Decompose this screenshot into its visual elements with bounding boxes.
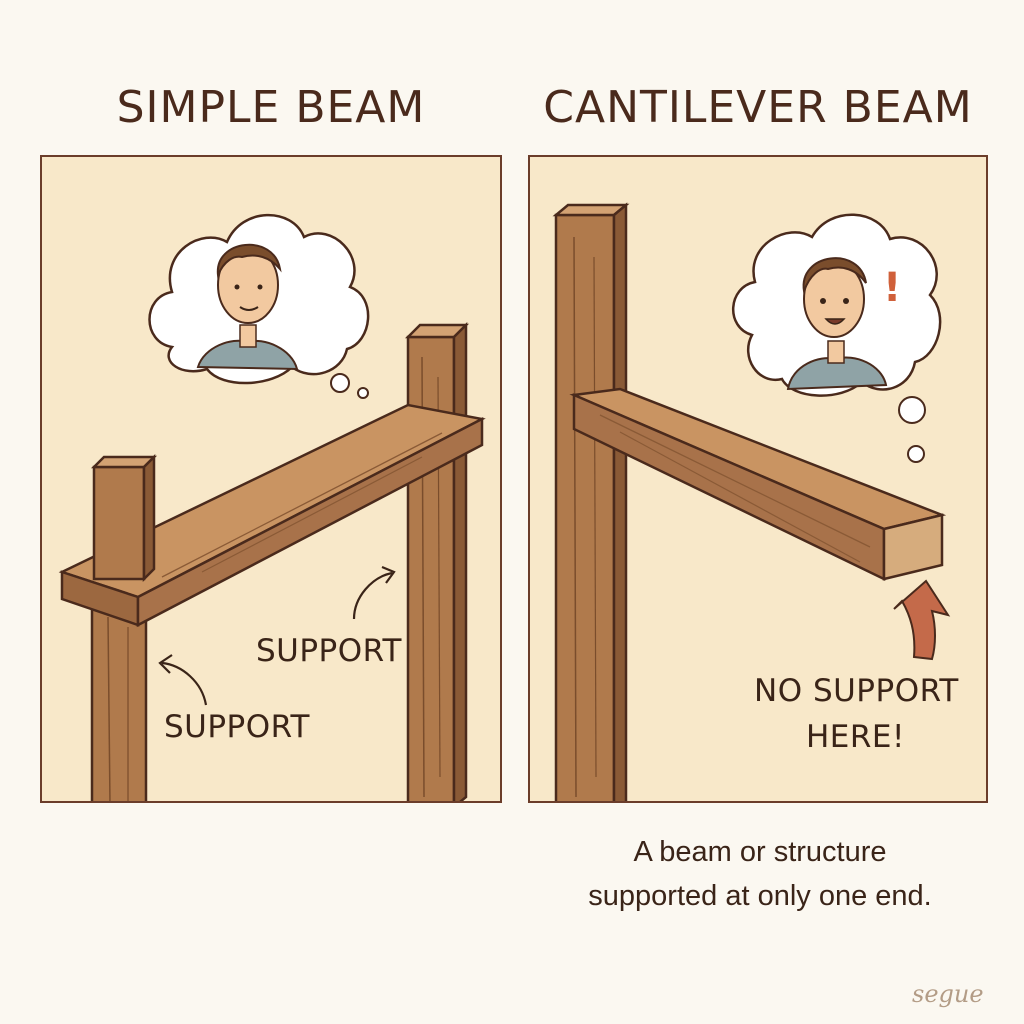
simple-beam-title: SIMPLE BEAM (116, 82, 426, 133)
no-support-label-line1: NO SUPPORT (754, 673, 959, 709)
artist-signature: segue (912, 980, 984, 1008)
left-post-top (90, 453, 158, 583)
caption-line-2: supported at only one end. (588, 880, 932, 912)
person-surprised-icon (786, 257, 888, 391)
person-calm-icon (196, 244, 299, 371)
simple-beam-panel: SUPPORT SUPPORT (40, 155, 502, 803)
cantilever-beam-title: CANTILEVER BEAM (543, 82, 973, 133)
simple-beam-illustration (58, 213, 486, 801)
cantilever-beam-illustration: ! (552, 202, 951, 801)
exclamation-mark: ! (883, 265, 901, 311)
no-support-label-line2: HERE! (806, 719, 905, 755)
thought-bubble (732, 213, 942, 463)
support-label-upper: SUPPORT (256, 633, 402, 669)
arrow-lower-support (158, 654, 208, 706)
cantilever-beam (569, 387, 947, 581)
no-support-arrow (893, 579, 951, 661)
cantilever-support-post (552, 202, 630, 801)
caption-line-1: A beam or structure (633, 836, 887, 868)
simple-beam (58, 403, 486, 628)
definition-caption: A beam or structure supported at only on… (520, 830, 1000, 918)
cantilever-beam-panel: ! NO SUPPORT HERE! (528, 155, 988, 803)
support-label-lower: SUPPORT (164, 709, 310, 745)
left-support-post (90, 595, 148, 801)
arrow-upper-support (352, 565, 396, 620)
right-support-post (404, 321, 470, 801)
